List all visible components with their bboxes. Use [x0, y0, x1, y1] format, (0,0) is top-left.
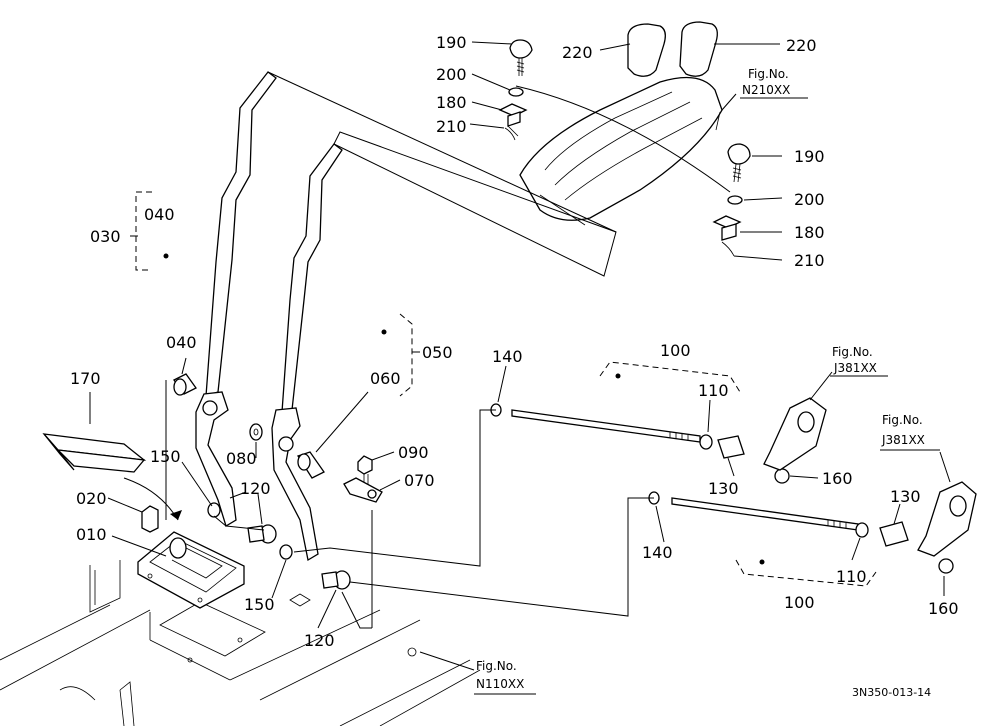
- label-180-left: 180: [436, 93, 467, 112]
- figure-ref-n110xx-line1: Fig.No.: [476, 659, 517, 673]
- label-150-bottom: 150: [244, 595, 275, 614]
- label-110-lower: 110: [836, 567, 867, 586]
- figure-ref-j381xx-upper-line1: Fig.No.: [832, 345, 873, 359]
- label-210-left: 210: [436, 117, 467, 136]
- label-200-left: 200: [436, 65, 467, 84]
- label-130-upper: 130: [708, 479, 739, 498]
- bracket-070: [343, 477, 383, 503]
- dot-050: [381, 329, 387, 335]
- label-140-lower: 140: [642, 543, 673, 562]
- label-160-lower: 160: [928, 599, 959, 618]
- label-190-right: 190: [794, 147, 825, 166]
- label-030: 030: [90, 227, 121, 246]
- label-080: 080: [226, 449, 257, 468]
- bushing-040: [173, 373, 197, 396]
- washer-080: [249, 423, 263, 441]
- pedal-rubber-right: [679, 21, 718, 77]
- nut-150-top: [207, 502, 221, 518]
- label-180-right: 180: [794, 223, 825, 242]
- label-090: 090: [398, 443, 429, 462]
- figure-ref-n210xx: Fig.No. N210XX: [740, 67, 808, 99]
- pedal-rubber-left: [627, 23, 666, 77]
- figure-ref-j381xx-lower-line2: J381XX: [881, 433, 925, 447]
- figure-ref-n210xx-line1: Fig.No.: [748, 67, 789, 81]
- bolt-090: [357, 455, 373, 488]
- knob-190-left: [509, 39, 533, 76]
- figure-ref-n210xx-line2: N210XX: [742, 83, 790, 97]
- floor-frame: [0, 560, 481, 726]
- knob-190-right: [727, 143, 751, 183]
- joint-120-top: [247, 524, 277, 544]
- label-010: 010: [76, 525, 107, 544]
- nut-150-bottom: [279, 544, 293, 560]
- label-130-lower: 130: [890, 487, 921, 506]
- bracket-030: [135, 191, 152, 271]
- arm-j381-lower: [917, 481, 977, 557]
- label-220-left: 220: [562, 43, 593, 62]
- clip-180-left: [498, 103, 528, 127]
- drawing-code: 3N350-013-14: [852, 686, 931, 699]
- leader-lines: [165, 71, 731, 629]
- figure-ref-j381xx-upper-line2: J381XX: [833, 361, 877, 375]
- washer-200-left: [508, 87, 524, 97]
- dot-100-lower: [759, 559, 765, 565]
- label-060: 060: [370, 369, 401, 388]
- pedal-pad-plate: [519, 76, 723, 226]
- dot-030: [163, 253, 169, 259]
- pedal-arm-050: [271, 143, 343, 562]
- figure-ref-n110xx: Fig.No. N110XX: [474, 659, 536, 695]
- label-150-top: 150: [150, 447, 181, 466]
- label-100-lower: 100: [784, 593, 815, 612]
- label-110-upper: 110: [698, 381, 729, 400]
- figure-ref-j381xx-lower-line1: Fig.No.: [882, 413, 923, 427]
- label-140-upper: 140: [492, 347, 523, 366]
- rod-upper: [490, 403, 790, 484]
- label-170: 170: [70, 369, 101, 388]
- arm-j381-upper: [763, 397, 827, 471]
- bracket-050: [399, 313, 413, 397]
- label-050: 050: [422, 343, 453, 362]
- figure-ref-j381xx-upper: Fig.No. J381XX: [830, 345, 888, 377]
- label-190-left: 190: [436, 33, 467, 52]
- dot-100-upper: [615, 373, 621, 379]
- label-200-right: 200: [794, 190, 825, 209]
- arrow-head-170: [170, 510, 182, 520]
- pin-210-right: [721, 241, 735, 257]
- pedal-arm-030: [195, 71, 277, 527]
- label-220-right: 220: [786, 36, 817, 55]
- washer-200-right: [727, 195, 743, 205]
- label-040-bushing: 040: [166, 333, 197, 352]
- base-bracket-010: [137, 531, 245, 609]
- label-070: 070: [404, 471, 435, 490]
- plate-170: [42, 433, 147, 473]
- label-120-top: 120: [240, 479, 271, 498]
- label-160-upper: 160: [822, 469, 853, 488]
- label-100-upper: 100: [660, 341, 691, 360]
- label-040-group: 040: [144, 205, 175, 224]
- label-020: 020: [76, 489, 107, 508]
- clip-180-right: [712, 215, 742, 241]
- joint-120-bottom: [321, 570, 351, 590]
- collar-060: [297, 451, 325, 479]
- pin-210-left: [504, 125, 519, 141]
- plug-020: [141, 505, 159, 533]
- figure-ref-n110xx-line2: N110XX: [476, 677, 524, 691]
- label-ticks: [89, 41, 951, 671]
- label-210-right: 210: [794, 251, 825, 270]
- label-120-bottom: 120: [304, 631, 335, 650]
- figure-ref-j381xx-lower: Fig.No. J381XX: [880, 413, 940, 451]
